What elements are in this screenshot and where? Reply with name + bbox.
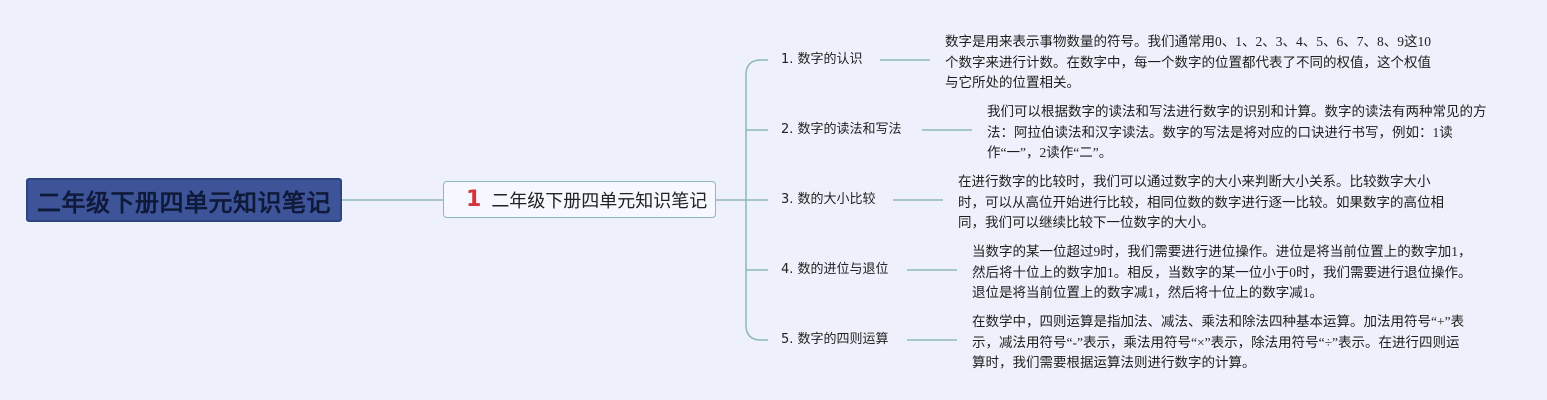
detail-carry-borrow[interactable]: 当数字的某一位超过9时，我们需要进行进位操作。进位是将当前位置上的数字加1，然后…	[972, 242, 1474, 304]
topic-label: 1. 数字的认识	[781, 52, 863, 67]
topic-label: 3. 数的大小比较	[781, 192, 876, 207]
detail-size-comparison[interactable]: 在进行数字的比较时，我们可以通过数字的大小来判断大小关系。比较数字大小时，可以从…	[958, 172, 1456, 234]
topic-label: 2. 数字的读法和写法	[781, 122, 902, 137]
topic-carry-borrow[interactable]: 4. 数的进位与退位	[781, 262, 889, 278]
detail-text: 当数字的某一位超过9时，我们需要进行进位操作。进位是将当前位置上的数字加1，然后…	[972, 244, 1472, 300]
detail-four-operations[interactable]: 在数学中，四则运算是指加法、减法、乘法和除法四种基本运算。加法用符号“+”表示，…	[972, 312, 1472, 374]
topic-number-recognition[interactable]: 1. 数字的认识	[781, 52, 863, 68]
root-node[interactable]: 二年级下册四单元知识笔记	[26, 178, 342, 222]
topic-label: 4. 数的进位与退位	[781, 262, 889, 277]
detail-text: 我们可以根据数字的读法和写法进行数字的识别和计算。数字的读法有两种常见的方法：阿…	[987, 104, 1487, 160]
topic-four-operations[interactable]: 5. 数字的四则运算	[781, 332, 889, 348]
detail-text: 在数学中，四则运算是指加法、减法、乘法和除法四种基本运算。加法用符号“+”表示，…	[972, 314, 1465, 370]
detail-text: 数字是用来表示事物数量的符号。我们通常用0、1、2、3、4、5、6、7、8、9这…	[945, 34, 1431, 90]
topic-reading-writing[interactable]: 2. 数字的读法和写法	[781, 122, 902, 138]
topic-label: 5. 数字的四则运算	[781, 332, 889, 347]
root-node-title: 二年级下册四单元知识笔记	[37, 188, 331, 217]
detail-reading-writing[interactable]: 我们可以根据数字的读法和写法进行数字的识别和计算。数字的读法有两种常见的方法：阿…	[987, 102, 1487, 164]
main-topic-node[interactable]: 1 二年级下册四单元知识笔记	[443, 181, 716, 218]
detail-number-recognition[interactable]: 数字是用来表示事物数量的符号。我们通常用0、1、2、3、4、5、6、7、8、9这…	[945, 32, 1440, 94]
priority-one-icon: 1	[466, 186, 482, 212]
topic-size-comparison[interactable]: 3. 数的大小比较	[781, 192, 876, 208]
detail-text: 在进行数字的比较时，我们可以通过数字的大小来判断大小关系。比较数字大小时，可以从…	[958, 174, 1444, 230]
main-topic-title: 二年级下册四单元知识笔记	[491, 190, 708, 212]
